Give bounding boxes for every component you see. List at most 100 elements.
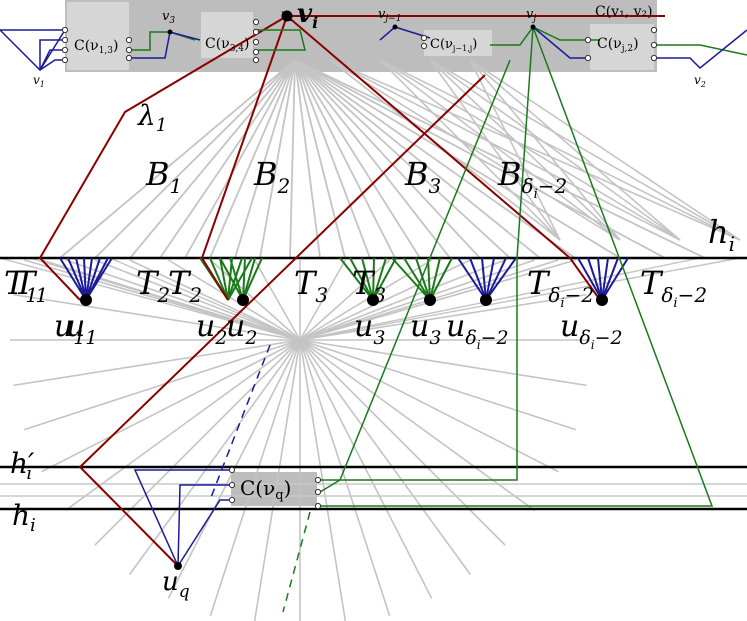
green-fan-line xyxy=(242,257,256,301)
gray-star-line xyxy=(13,293,301,341)
green-path-2 xyxy=(320,26,714,507)
blue-fan-line xyxy=(587,257,603,301)
gray-star-line xyxy=(65,259,301,341)
gray-fan-line xyxy=(59,59,296,259)
green-fan-line xyxy=(429,257,453,301)
green-fan-line xyxy=(242,257,246,301)
label-h-i-bottom: hi xyxy=(12,499,36,536)
label-v1: v1 xyxy=(33,73,45,89)
gray-fan-line xyxy=(209,59,296,259)
label-T2a: T2 xyxy=(136,264,170,307)
green-fan-line xyxy=(372,257,387,301)
label-Td-a: Tδi−2 xyxy=(527,264,594,311)
gray-star-line xyxy=(299,259,347,341)
gray-star-line xyxy=(167,259,301,341)
label-c-j1j: C(νj−1,j) xyxy=(430,37,477,53)
port-circle xyxy=(61,46,69,54)
blue-paths xyxy=(0,26,747,567)
port-circle xyxy=(314,476,322,484)
blue-fan-line xyxy=(75,257,87,301)
label-vj-1: vj−1 xyxy=(378,7,401,24)
blue-fan-line xyxy=(85,257,93,301)
gray-star-line xyxy=(299,339,472,576)
vertex-u3a xyxy=(367,294,379,306)
blue-fan-line xyxy=(485,257,507,301)
green-fan-line xyxy=(227,257,253,301)
blue-left-inner3 xyxy=(39,59,62,71)
gray-star-line xyxy=(94,259,301,341)
green-fan-line xyxy=(349,257,374,301)
label-h-prime: h′i xyxy=(10,447,35,484)
gray-star-line xyxy=(299,339,536,512)
port-circle xyxy=(650,26,658,34)
label-T2b: T2 xyxy=(168,264,202,307)
gray-star-line xyxy=(299,259,535,341)
gray-star-line xyxy=(209,259,301,341)
gray-star-line xyxy=(299,339,391,617)
gray-star-line xyxy=(299,339,559,473)
label-uq: uq xyxy=(162,567,190,602)
green-fan-line xyxy=(361,257,374,301)
blue-fan-line xyxy=(485,257,495,301)
blue-vj-link xyxy=(532,26,588,59)
port-circle xyxy=(252,56,260,64)
port-circle xyxy=(125,36,133,44)
blue-v3-link xyxy=(129,31,201,59)
gray-fan-line xyxy=(259,59,296,259)
red-paths xyxy=(38,15,665,567)
port-circle xyxy=(125,46,133,54)
port-circle xyxy=(584,54,592,62)
label-u2b: u2 xyxy=(226,309,257,349)
port-circle xyxy=(650,54,658,62)
label-v4: v4 xyxy=(281,7,293,23)
green-path-1 xyxy=(320,26,534,481)
blue-fan-line xyxy=(601,257,629,301)
gray-fan-line xyxy=(469,59,561,241)
green-fan-line xyxy=(339,257,374,301)
port-circle xyxy=(314,502,322,510)
gray-fan-line xyxy=(294,59,421,259)
gray-star-line xyxy=(64,339,301,512)
gray-star-line xyxy=(299,259,433,341)
blue-left-inner xyxy=(39,39,62,70)
t-fan-group xyxy=(59,257,629,301)
blue-uq-left xyxy=(133,469,232,567)
port-circle xyxy=(252,28,260,36)
box-c34 xyxy=(201,12,253,58)
label-T1b: T1 xyxy=(14,264,48,307)
green-fan-line xyxy=(242,257,263,301)
gray-star-line xyxy=(129,259,301,341)
vertex-ud-a xyxy=(480,294,492,306)
top-band xyxy=(65,0,657,72)
gray-fan-line xyxy=(379,59,741,241)
label-u1a: u1 xyxy=(54,309,85,349)
gray-fan-line xyxy=(469,59,741,241)
gray-star-line xyxy=(299,339,433,599)
green-fan-line xyxy=(229,257,244,301)
gray-star-line xyxy=(128,339,301,576)
vertex-vj xyxy=(530,24,536,30)
gray-fan-line xyxy=(294,59,371,259)
port-circle xyxy=(61,36,69,44)
gray-fan-line xyxy=(469,59,621,241)
gray-fan-line xyxy=(329,59,681,241)
gray-fan-line xyxy=(429,59,561,241)
gray-star-line xyxy=(253,339,301,621)
red-path-3 xyxy=(286,15,601,301)
gray-fan-line xyxy=(429,59,681,241)
port-circle xyxy=(650,41,658,49)
gray-star-line xyxy=(109,257,301,341)
label-lambda1: λ1 xyxy=(137,99,167,136)
label-B3: B3 xyxy=(404,155,441,198)
green-c34-link xyxy=(255,29,306,51)
label-u3a: u3 xyxy=(354,309,385,349)
gray-fan-line xyxy=(294,59,481,259)
label-B1: B1 xyxy=(145,155,182,198)
vertex-v-i xyxy=(281,10,293,22)
gray-fan-line xyxy=(294,59,706,259)
green-fan-line xyxy=(219,257,244,301)
blue-fan-line xyxy=(67,257,87,301)
label-vj: vj xyxy=(526,7,536,24)
